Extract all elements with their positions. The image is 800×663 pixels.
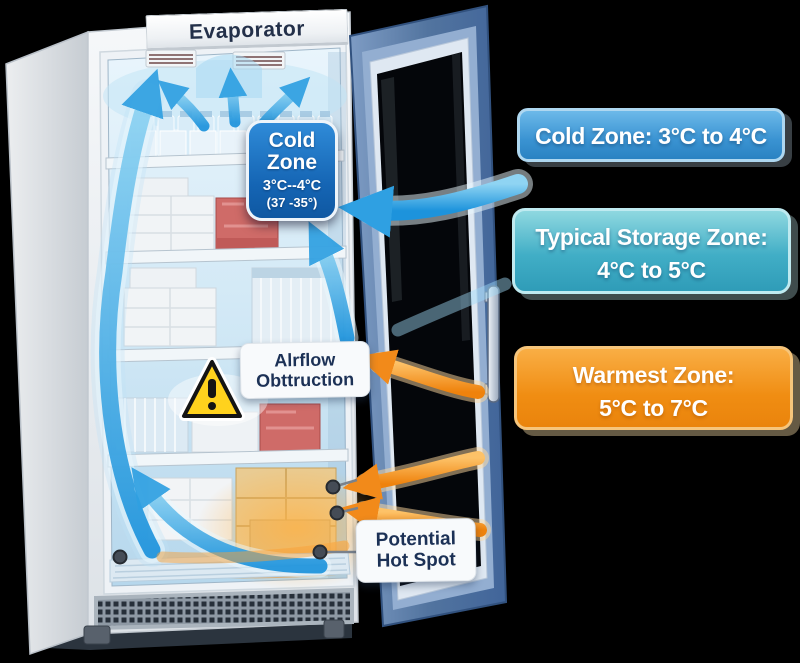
typical-zone-line2: 4°C to 5°C [597, 257, 706, 284]
warmest-zone-line2: 5°C to 7°C [599, 395, 708, 422]
cold-zone-banner: Cold Zone: 3°C to 4°C [517, 108, 785, 162]
typical-storage-zone-banner: Typical Storage Zone: 4°C to 5°C [512, 208, 791, 294]
hot-spot-line1: Potential [375, 528, 457, 551]
typical-zone-line1: Typical Storage Zone: [535, 224, 768, 250]
warmest-zone-banner: Warmest Zone: 5°C to 7°C [514, 346, 793, 430]
cold-airflow-arrows [90, 67, 359, 578]
cold-zone-callout-title-line2: Zone [266, 150, 318, 174]
cold-zone-callout: Cold Zone 3°C--4°C (37 -35°) [246, 120, 338, 221]
warning-triangle-icon [179, 357, 245, 421]
cold-zone-celsius-range: 3°C--4°C [262, 177, 322, 194]
cold-air-door-arrow [338, 174, 528, 238]
airflow-obstruction-line2: Obttruction [256, 369, 355, 392]
base-grille [83, 587, 354, 645]
airflow-obstruction-label: Alrflow Obttruction [239, 340, 371, 400]
door-handle [484, 285, 500, 403]
evaporator-sign: Evaporator [145, 8, 349, 52]
potential-hot-spot-label: Potential Hot Spot [355, 517, 477, 583]
fridge-foot [83, 625, 111, 645]
cold-zone-callout-title-line1: Cold [268, 129, 316, 152]
hot-spot-markers [112, 478, 362, 565]
fridge-foot [323, 619, 345, 639]
cold-zone-fahrenheit-range: (37 -35°) [266, 194, 318, 210]
airflow-obstruction-line1: Alrflow [274, 349, 336, 371]
warmest-zone-line1: Warmest Zone: [572, 362, 735, 388]
hot-spot-line2: Hot Spot [376, 549, 456, 572]
